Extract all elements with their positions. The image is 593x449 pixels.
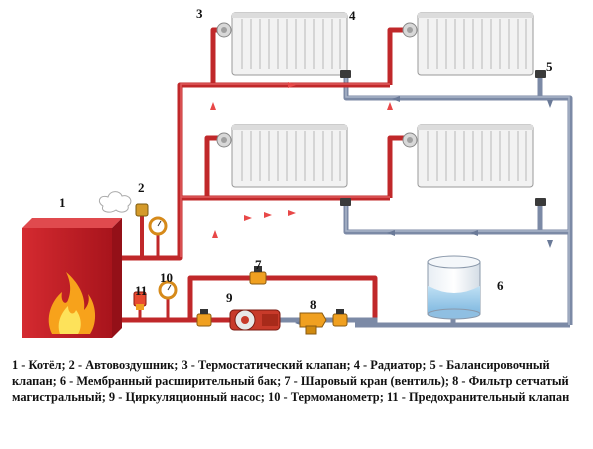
- radiator-mid-right: [417, 124, 534, 188]
- boiler: [22, 218, 122, 338]
- thermomanometer-icon: [158, 280, 178, 320]
- label-boiler: 1: [59, 195, 66, 210]
- strainer-filter-icon: [299, 312, 327, 335]
- radiator-mid-left: [231, 124, 348, 188]
- expansion-tank-icon: [427, 255, 481, 320]
- label-radiator: 4: [349, 8, 356, 23]
- label-pump: 9: [226, 290, 233, 305]
- label-thermomanometer: 10: [160, 270, 173, 285]
- legend-caption: 1 - Котёл; 2 - Автовоздушник; 3 - Термос…: [12, 358, 570, 404]
- label-air-vent: 2: [138, 180, 145, 195]
- label-thermostatic-valve: 3: [196, 6, 203, 21]
- radiator-top-right: [417, 12, 534, 76]
- safety-valve-icon: [133, 291, 147, 320]
- ball-valve-icon: [249, 266, 267, 285]
- label-balancing-valve: 5: [546, 59, 553, 74]
- thermomanometer-icon-upper: [148, 216, 168, 258]
- label-safety-valve: 11: [135, 283, 148, 298]
- flame-icon: [48, 272, 96, 334]
- circulation-pump-icon: [229, 309, 281, 331]
- label-expansion-tank: 6: [497, 278, 504, 293]
- automatic-air-vent-icon: [98, 191, 149, 258]
- label-ball-valve: 7: [255, 257, 262, 272]
- label-filter: 8: [310, 297, 317, 312]
- flow-arrows: [210, 82, 393, 238]
- balancing-valve-icon: [340, 70, 546, 206]
- radiator-top-left: [231, 12, 348, 76]
